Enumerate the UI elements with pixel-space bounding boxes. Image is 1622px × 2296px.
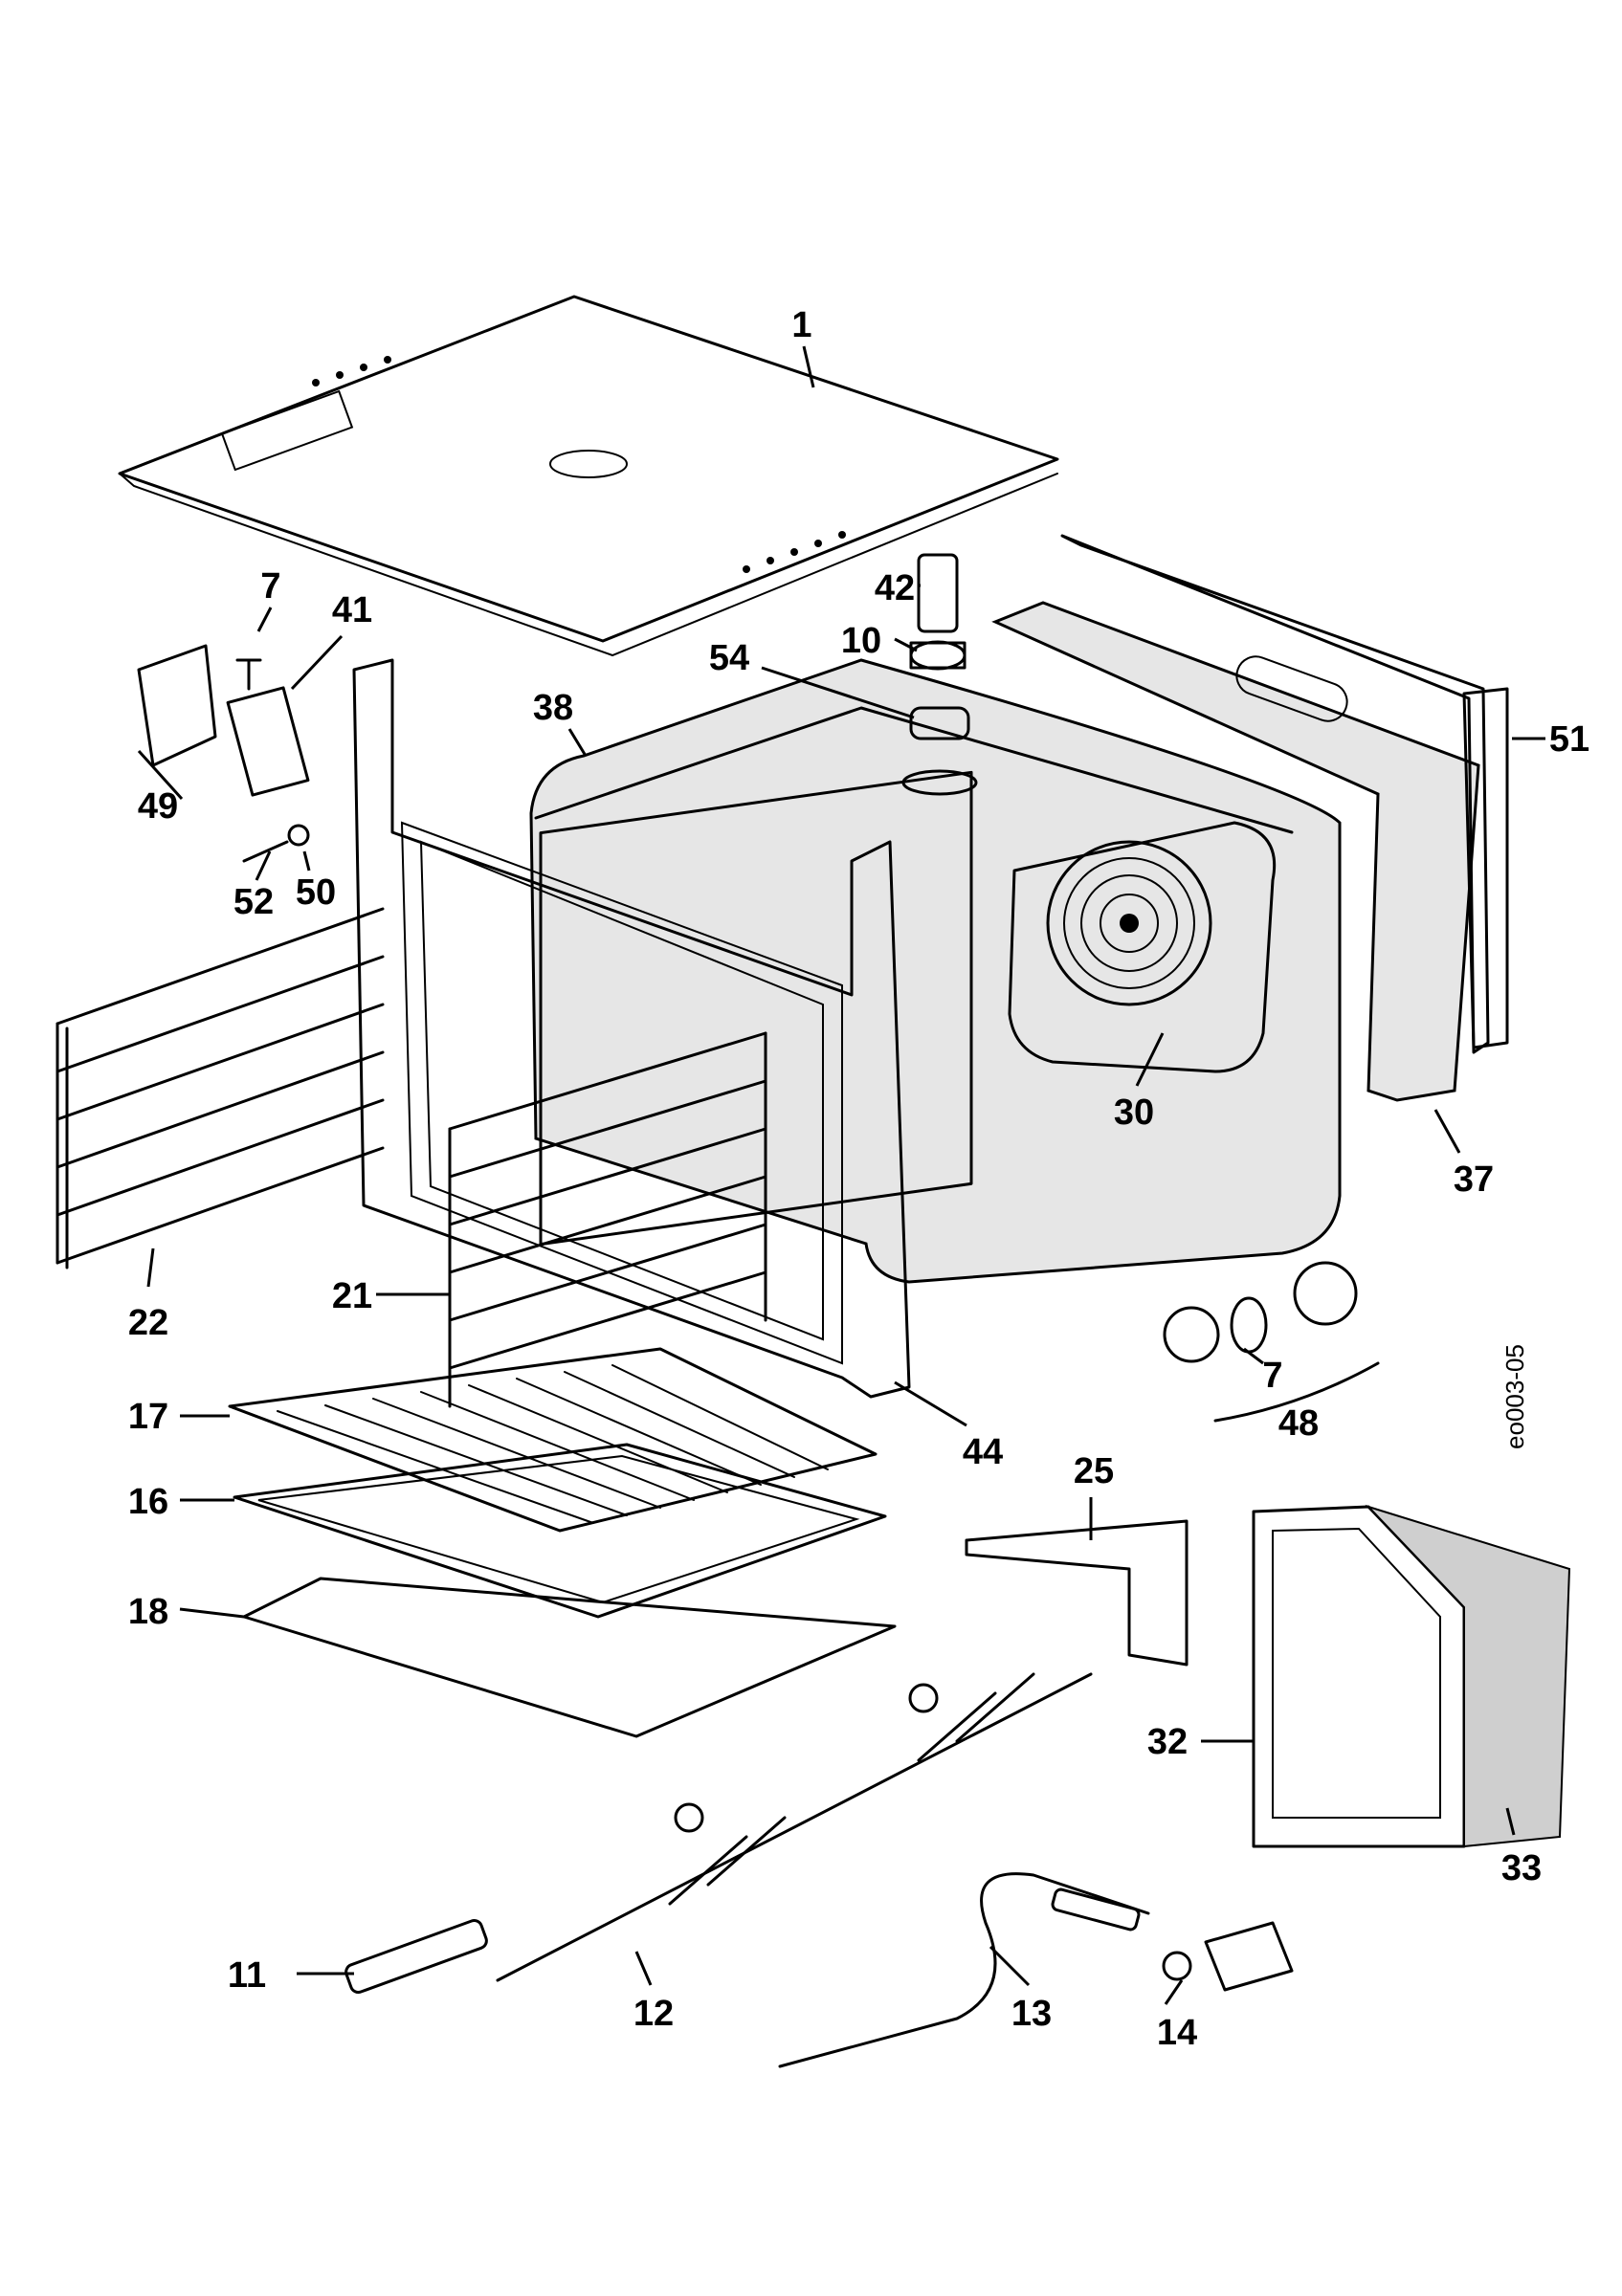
callout-13: 13: [1011, 1994, 1052, 2034]
callout-44: 44: [963, 1432, 1003, 1472]
callout-51: 51: [1549, 719, 1589, 760]
callout-50: 50: [296, 872, 336, 913]
callout-32: 32: [1147, 1722, 1188, 1762]
control-components: [137, 644, 310, 863]
callout-22: 22: [128, 1303, 168, 1343]
rotisserie-spit: [496, 1672, 1093, 1982]
callout-11: 11: [228, 1955, 266, 1996]
callout-7b: 7: [1262, 1356, 1282, 1396]
callout-42: 42: [875, 568, 915, 608]
probe-socket: [1162, 1921, 1294, 1992]
spit-handle: [344, 1919, 488, 1994]
callout-18: 18: [128, 1592, 168, 1632]
reference-code: eo003-05: [1500, 1344, 1529, 1449]
top-fittings: [901, 553, 978, 796]
front-frame: [352, 658, 911, 1399]
callout-25: 25: [1074, 1451, 1114, 1491]
leader-lines: [137, 345, 1545, 2005]
meat-probe: [778, 1872, 1150, 2068]
callout-52: 52: [233, 882, 274, 922]
callout-16: 16: [128, 1482, 168, 1522]
callout-10: 10: [841, 621, 881, 661]
side-rack: [56, 907, 385, 1269]
filter-frame: [1252, 1504, 1571, 1848]
insulation-panel: [991, 601, 1480, 1102]
top-panel: [118, 295, 1059, 657]
baking-tray: [233, 1443, 887, 1619]
callout-48: 48: [1278, 1403, 1319, 1444]
callout-30: 30: [1114, 1093, 1154, 1133]
callout-41: 41: [332, 590, 372, 630]
callout-49: 49: [138, 786, 178, 827]
bracket: [965, 1519, 1189, 1667]
callout-1: 1: [791, 305, 811, 345]
fan-assembly: [1008, 821, 1277, 1073]
rear-panel: [1060, 534, 1509, 1054]
flat-tray: [242, 1577, 897, 1738]
callout-17: 17: [128, 1397, 168, 1437]
callout-12: 12: [633, 1994, 674, 2034]
callout-7a: 7: [260, 566, 280, 607]
callout-37: 37: [1454, 1159, 1494, 1200]
wire-shelf: [228, 1347, 878, 1533]
callout-21: 21: [332, 1276, 372, 1316]
callout-14: 14: [1157, 2013, 1197, 2053]
callout-38: 38: [533, 688, 573, 728]
callout-54: 54: [709, 638, 749, 678]
callout-33: 33: [1501, 1848, 1542, 1888]
inner-rack: [448, 1031, 767, 1408]
callout-labels: 1 7 41 49 42 10 54 38 51 52 50 22 30 37 …: [128, 305, 1589, 2053]
oven-cavity: [529, 658, 1342, 1284]
oven-lamp: [1163, 1261, 1380, 1423]
